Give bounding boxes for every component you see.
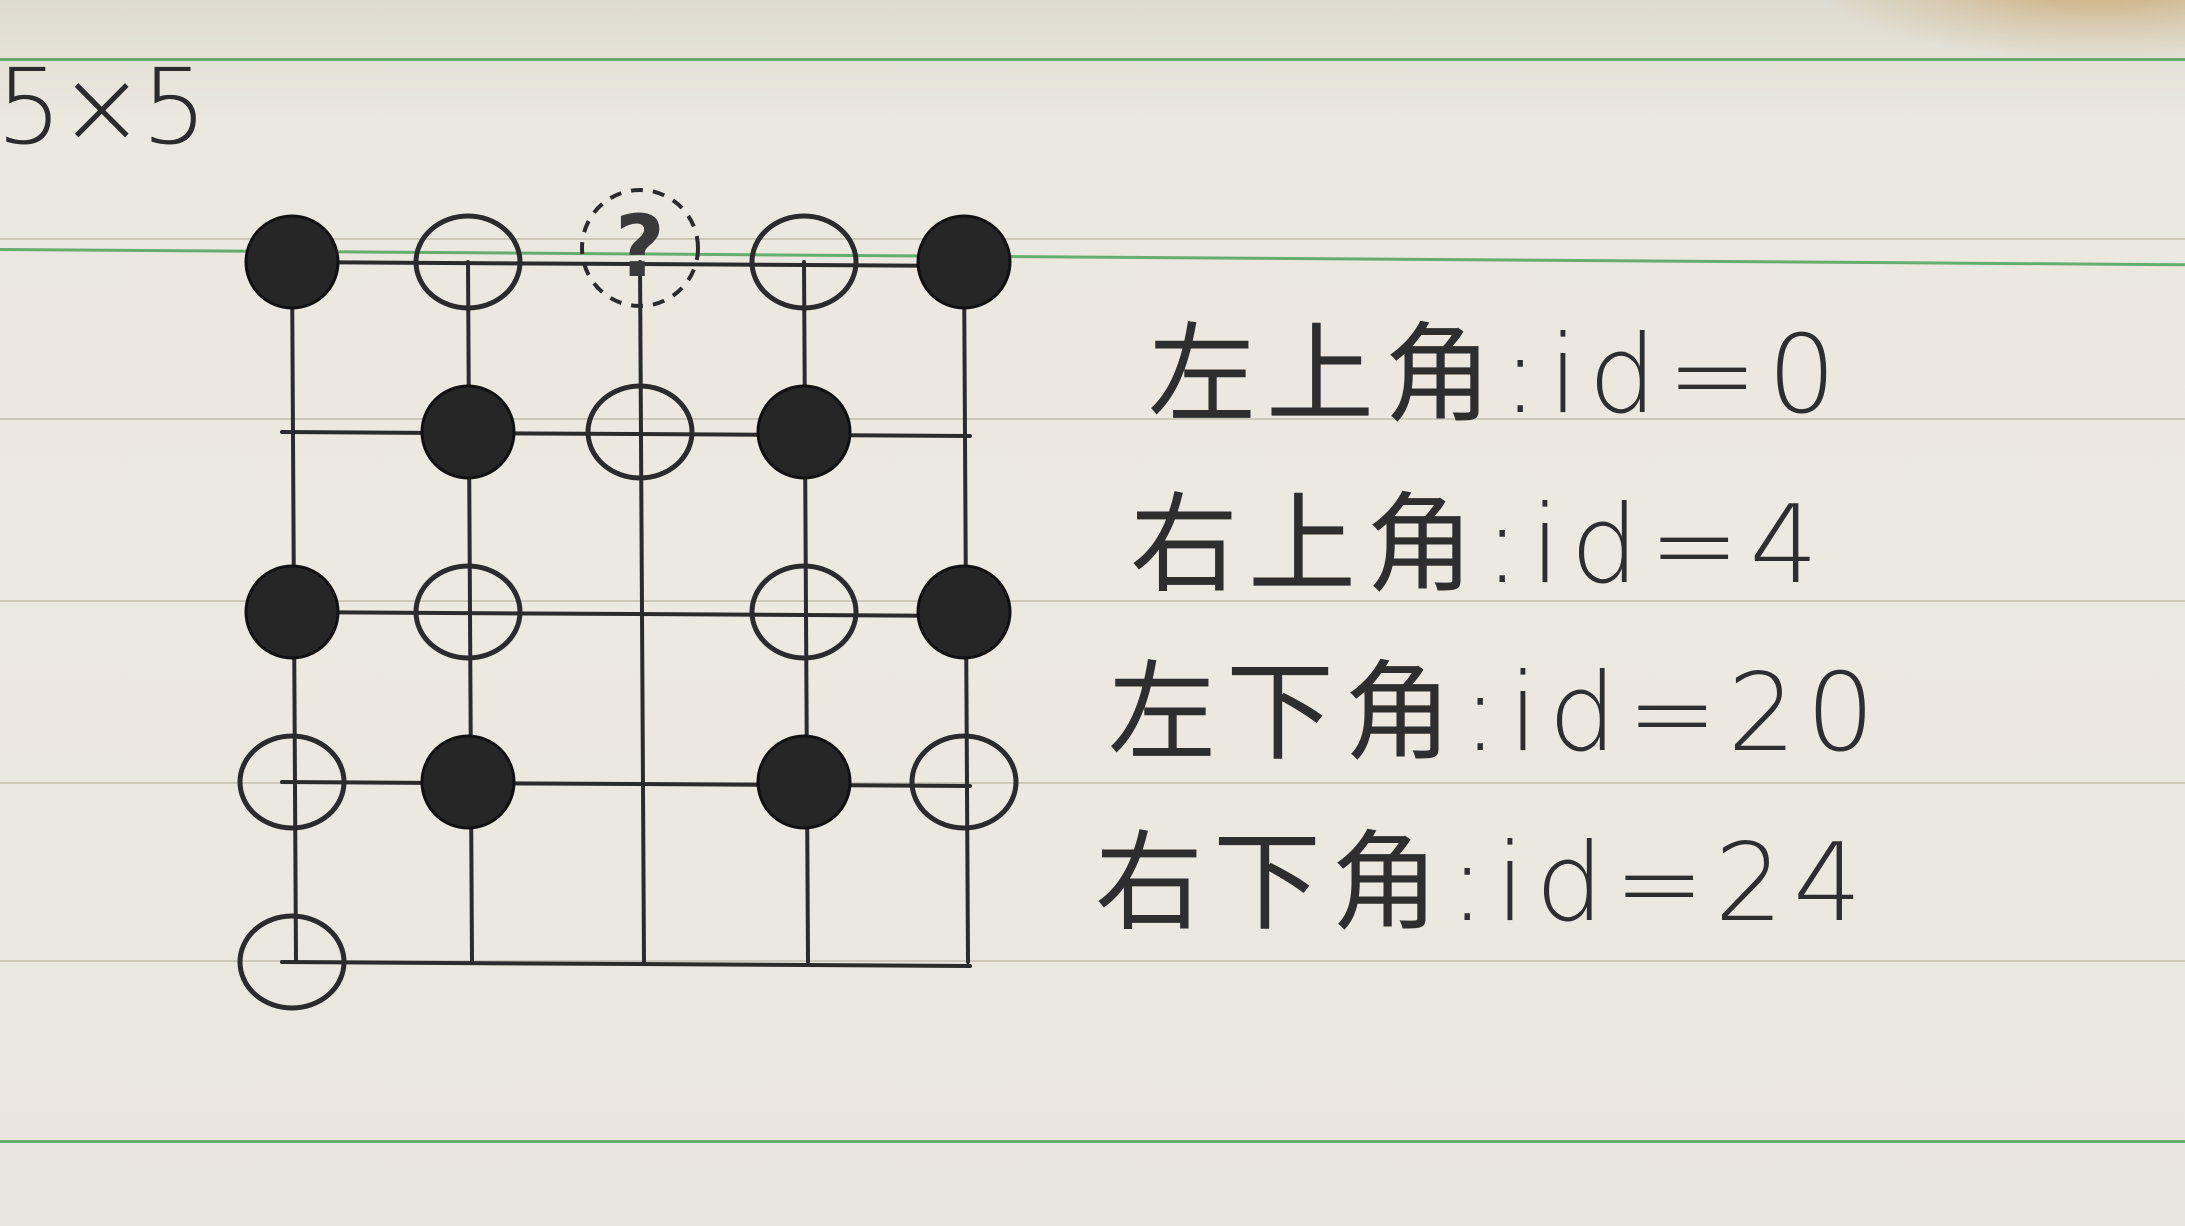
corner-note-bottom-right: 右下角:id=24: [1095, 821, 1872, 946]
black-stone: [756, 384, 852, 480]
black-stone: [916, 564, 1012, 660]
board-size-label: 5×5: [0, 46, 207, 168]
black-stone: [420, 734, 516, 830]
grid-line-horizontal: [280, 610, 972, 618]
corner-note-top-right: 右上角:id=4: [1130, 483, 1829, 608]
black-stone: [916, 214, 1012, 310]
white-stone: [749, 563, 859, 661]
paper-shadow: [1805, 0, 2185, 60]
white-stone: [585, 383, 695, 481]
board-grid: [280, 260, 972, 968]
ruled-line: [0, 960, 2185, 962]
grid-line-vertical: [638, 260, 646, 964]
white-stone: [413, 213, 523, 311]
grid-line-horizontal: [280, 430, 972, 438]
white-stone: [909, 733, 1019, 831]
black-stone: [244, 564, 340, 660]
white-stone: [413, 563, 523, 661]
black-stone: [244, 214, 340, 310]
unknown-position-circle: [580, 188, 700, 308]
ruled-line: [0, 418, 2185, 420]
grid-line-vertical: [802, 260, 810, 964]
ruled-line: [0, 1140, 2185, 1143]
ruled-line: [0, 600, 2185, 602]
board-stones: ?: [237, 188, 1019, 1011]
corner-note-top-left: 左上角:id=0: [1148, 313, 1847, 438]
corner-note-bottom-left: 左下角:id=20: [1108, 651, 1885, 776]
black-stone: [756, 734, 852, 830]
ruled-line: [0, 782, 2185, 784]
white-stone: [237, 733, 347, 831]
ruled-line: [0, 58, 2185, 61]
white-stone: [237, 913, 347, 1011]
unknown-marker: ?: [615, 197, 665, 297]
white-stone: [749, 213, 859, 311]
ruled-line: [0, 238, 2185, 240]
grid-line-horizontal: [280, 780, 972, 788]
grid-line-horizontal: [280, 960, 972, 968]
black-stone: [420, 384, 516, 480]
